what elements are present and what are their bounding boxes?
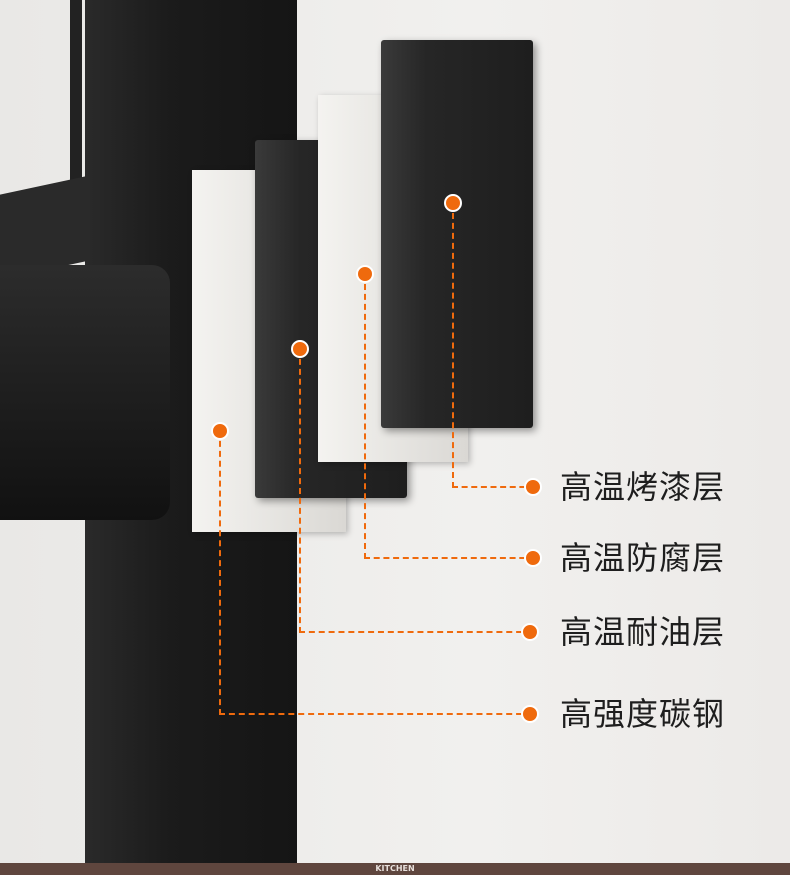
leader-line-2 (364, 274, 535, 559)
layer-label: 高温防腐层 (560, 539, 726, 577)
marker-dot (524, 478, 542, 496)
footer-bar: KITCHEN (0, 863, 790, 875)
layer-label: 高温耐油层 (560, 613, 726, 651)
marker-dot (524, 549, 542, 567)
marker-dot (521, 623, 539, 641)
marker-dot (444, 194, 462, 212)
rack-shelf-arm (0, 265, 170, 520)
layer-label: 高温烤漆层 (560, 468, 726, 506)
marker-dot (521, 705, 539, 723)
leader-line-4 (219, 431, 532, 715)
leader-line-3 (299, 349, 532, 633)
marker-dot (211, 422, 229, 440)
marker-dot (356, 265, 374, 283)
marker-dot (291, 340, 309, 358)
leader-line-1 (452, 203, 535, 488)
rack-shelf-top (0, 175, 90, 280)
layer-plate-paint (381, 40, 533, 428)
layer-label: 高强度碳钢 (560, 695, 726, 733)
